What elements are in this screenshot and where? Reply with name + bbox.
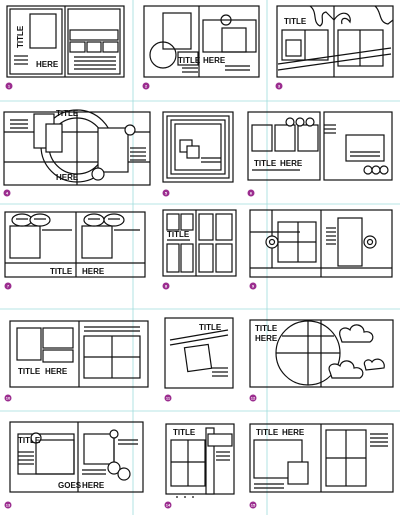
layout-8[interactable]: TITLE 8 [162,209,237,290]
layout-1[interactable]: TITLE HERE 1 [5,5,125,90]
layout-6-label-here: HERE [280,159,303,168]
layout-12[interactable]: TITLE HERE 12 [249,319,394,402]
layout-15[interactable]: TITLE HERE 15 [249,423,394,509]
layout-6-badge [247,189,255,197]
layout-10-label-title: TITLE [18,367,41,376]
layout-7-number: 7 [7,284,10,289]
layout-9[interactable]: 9 [249,209,393,290]
layout-2-badge [142,82,150,90]
layout-14-badge [164,501,172,509]
layout-4[interactable]: TITLE HERE 4 [3,109,151,197]
layout-8-number: 8 [165,284,168,289]
layout-13-label-here: HERE [82,481,105,490]
layout-1-label-title: TITLE [16,25,25,48]
layout-3-number: 3 [278,84,281,89]
layout-6[interactable]: TITLE HERE 6 [247,111,393,197]
layout-11-badge [164,394,172,402]
layout-3[interactable]: TITLE 3 [275,5,394,90]
layout-15-number: 15 [251,503,256,508]
layout-4-number: 4 [6,191,9,196]
layout-12-badge [249,394,257,402]
layout-5[interactable]: 5 [162,111,234,197]
layout-8-badge [162,282,170,290]
layout-4-label-title: TITLE [56,109,79,118]
layout-10-number: 10 [6,396,11,401]
layout-10-label-here: HERE [45,367,68,376]
layout-13-label-goes: GOES [58,481,82,490]
layout-11[interactable]: TITLE 11 [164,317,234,402]
layout-7-label-here: HERE [82,267,105,276]
layout-15-badge [249,501,257,509]
layout-6-label-title: TITLE [254,159,277,168]
layout-2-label-here: HERE [203,56,226,65]
layout-10-badge [4,394,12,402]
layout-14-number: 14 [166,503,171,508]
layout-4-label-here: HERE [56,173,79,182]
layout-15-label-here: HERE [282,428,305,437]
layout-7[interactable]: TITLE HERE 7 [4,211,146,290]
layout-12-label-title: TITLE [255,324,278,333]
layout-1-label-here: HERE [36,60,59,69]
layout-3-label-title: TITLE [284,17,307,26]
layout-13[interactable]: TITLE GOES HERE 13 [4,421,144,509]
layout-8-label-title: TITLE [167,230,190,239]
layout-5-badge [162,189,170,197]
layout-15-label-title: TITLE [256,428,279,437]
layout-6-number: 6 [250,191,253,196]
layout-2[interactable]: TITLE HERE 2 [142,5,260,90]
layout-13-number: 13 [6,503,11,508]
layout-12-number: 12 [251,396,256,401]
layout-10[interactable]: TITLE HERE 10 [4,320,149,402]
layout-2-number: 2 [145,84,148,89]
layout-4-badge [3,189,11,197]
layout-12-label-here: HERE [255,334,278,343]
layout-1-number: 1 [8,84,11,89]
layout-5-number: 5 [165,191,168,196]
layout-7-label-title: TITLE [50,267,73,276]
layout-13-badge [4,501,12,509]
layout-1-badge [5,82,13,90]
layout-11-label-title: TITLE [199,323,222,332]
layout-2-label-title: TITLE [178,56,201,65]
layout-14[interactable]: TITLE 14 [164,423,235,509]
layout-14-label-title: TITLE [173,428,196,437]
layout-13-label-title: TITLE [18,436,41,445]
layout-11-number: 11 [166,396,171,401]
layout-3-badge [275,82,283,90]
layout-9-number: 9 [252,284,255,289]
layout-7-badge [4,282,12,290]
layout-9-badge [249,282,257,290]
